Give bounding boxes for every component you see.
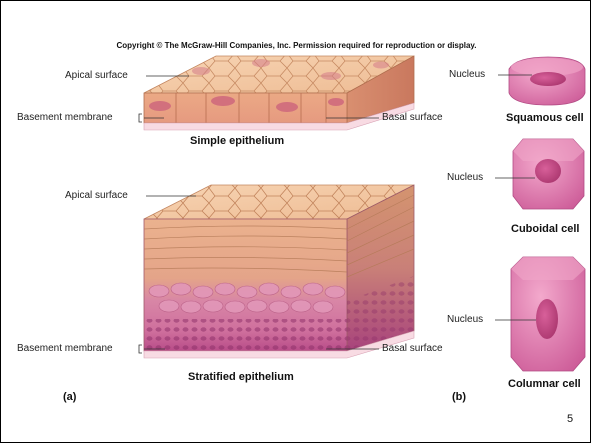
columnar-cell-caption: Columnar cell xyxy=(508,378,581,390)
simple-apical-surface-label: Apical surface xyxy=(65,70,128,81)
stratified-basal-surface-label: Basal surface xyxy=(382,343,443,354)
simple-epithelium-block xyxy=(144,56,414,130)
columnar-cell-illustration xyxy=(511,257,585,371)
simple-basal-surface-label: Basal surface xyxy=(382,112,443,123)
squamous-nucleus-label: Nucleus xyxy=(449,69,485,80)
simple-basement-membrane-label: Basement membrane xyxy=(17,112,113,123)
stratified-basement-membrane-label: Basement membrane xyxy=(17,343,113,354)
stratified-apical-surface-label: Apical surface xyxy=(65,190,128,201)
stratified-epithelium-block xyxy=(144,185,414,358)
simple-epithelium-caption: Simple epithelium xyxy=(190,135,284,147)
cuboidal-nucleus-label: Nucleus xyxy=(447,172,483,183)
panel-a-label: (a) xyxy=(63,391,76,403)
cuboidal-cell-illustration xyxy=(513,139,584,209)
squamous-cell-caption: Squamous cell xyxy=(506,112,584,124)
columnar-nucleus-label: Nucleus xyxy=(447,314,483,325)
panel-b-label: (b) xyxy=(452,391,466,403)
squamous-cell-illustration xyxy=(509,57,585,105)
cuboidal-cell-caption: Cuboidal cell xyxy=(511,223,579,235)
stratified-epithelium-caption: Stratified epithelium xyxy=(188,371,294,383)
page-number: 5 xyxy=(567,413,573,425)
